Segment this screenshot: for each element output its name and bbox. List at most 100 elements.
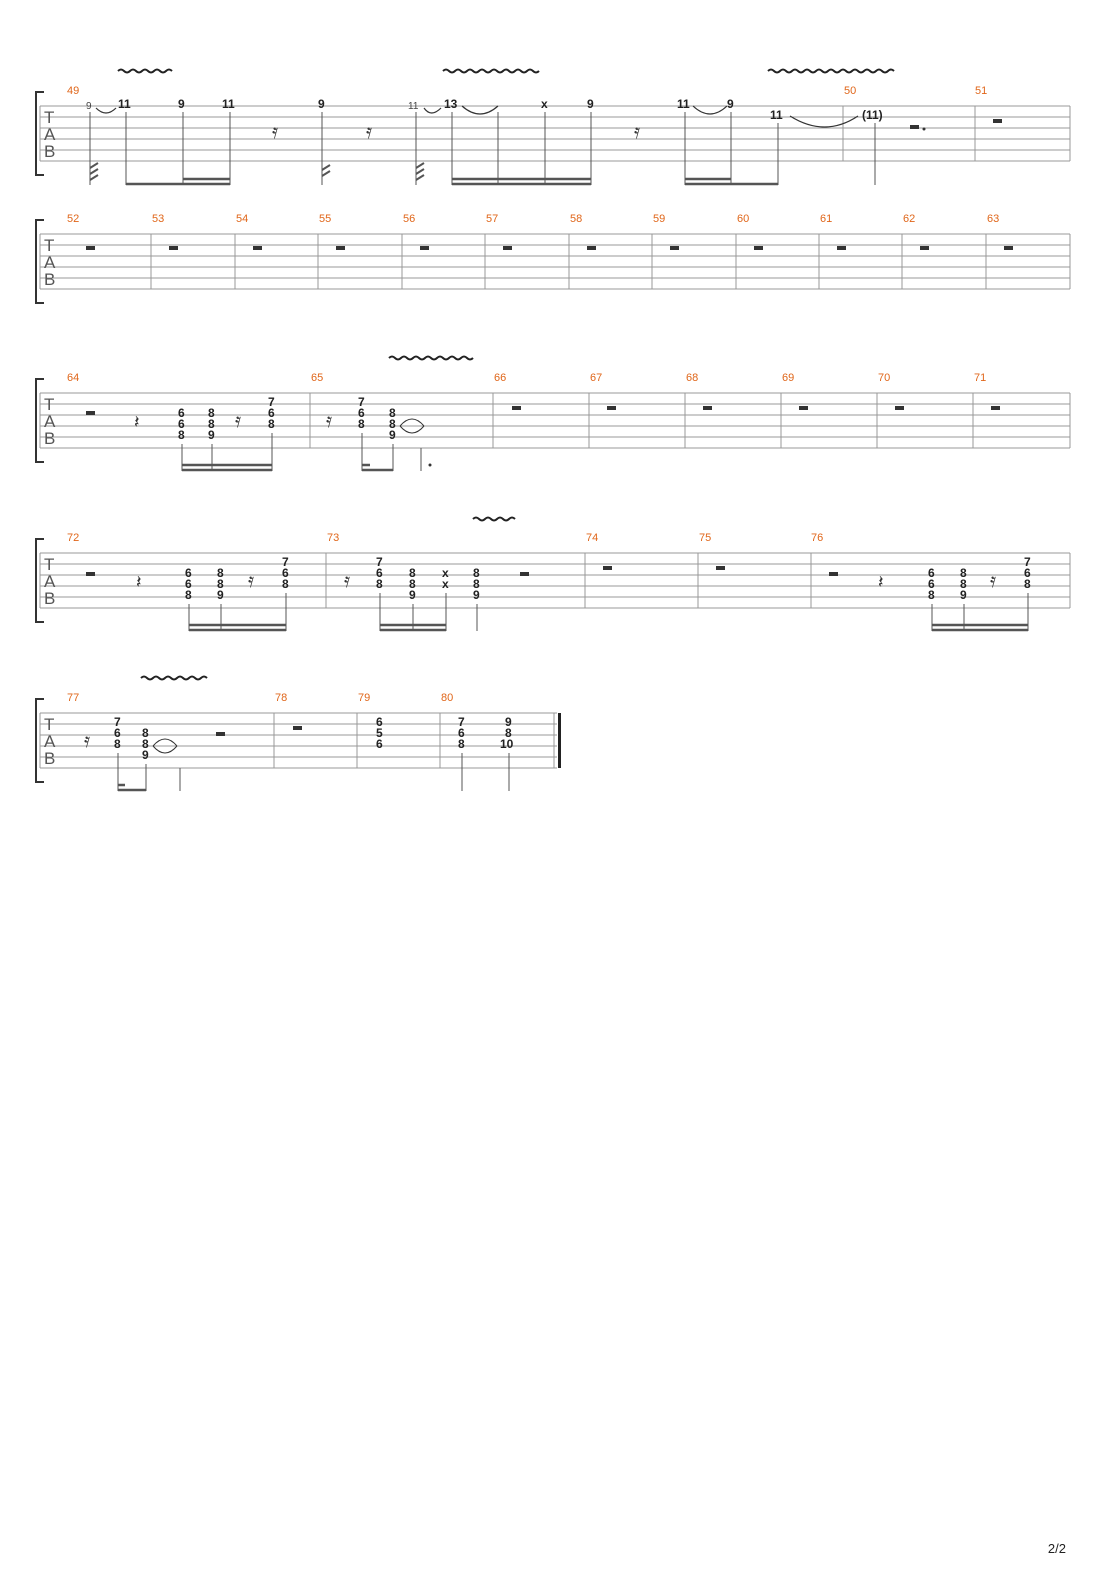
fret-number: 9	[587, 97, 594, 111]
rests	[86, 246, 1013, 250]
fret-number: 11	[677, 97, 690, 111]
measure-number: 63	[987, 213, 999, 225]
fret-number: 8	[960, 577, 967, 591]
measure-number: 69	[782, 372, 794, 384]
tie-arc	[152, 738, 178, 754]
measure-number: 78	[275, 692, 287, 704]
measure-number: 66	[494, 372, 506, 384]
sixteenth-rest: 𝄿	[634, 121, 640, 143]
measure-number: 71	[974, 372, 986, 384]
fret-number-grace: 9	[86, 101, 92, 112]
fret-number: 6	[358, 406, 365, 420]
fret-number: 9	[208, 428, 215, 442]
measure-number: 54	[236, 213, 248, 225]
fret-number: 6	[282, 566, 289, 580]
fret-number: 9	[505, 715, 512, 729]
sixteenth-rest: 𝄿	[272, 121, 278, 143]
note-stems	[188, 593, 1029, 631]
quarter-rest: 𝄽	[136, 572, 142, 592]
fret-number: 8	[217, 566, 224, 580]
fret-number: 6	[376, 737, 383, 751]
beams	[189, 623, 1028, 632]
fret-number: 6	[1024, 566, 1031, 580]
measure-number: 74	[586, 532, 598, 544]
measure-number: 72	[67, 532, 79, 544]
beams	[126, 177, 778, 186]
measure-number: 59	[653, 213, 665, 225]
sixteenth-rest: 𝄿	[235, 410, 241, 432]
fret-number: 7	[376, 555, 383, 569]
tab-clef-t: T	[44, 236, 54, 255]
staff-system-1	[39, 105, 1071, 162]
note-stems	[117, 753, 510, 791]
fret-number: 6	[928, 577, 935, 591]
vibrato-marking	[140, 675, 208, 681]
fret-number: 8	[409, 566, 416, 580]
fret-number: 8	[1024, 577, 1031, 591]
measure-number: 57	[486, 213, 498, 225]
sixteenth-rest: 𝄿	[326, 410, 332, 432]
tab-clef-t: T	[44, 395, 54, 414]
rests: 𝄿	[84, 726, 302, 752]
measure-number: 49	[67, 85, 79, 97]
fret-number: 6	[185, 566, 192, 580]
fret-number: 6	[178, 406, 185, 420]
fret-number: 10	[500, 737, 514, 751]
sixteenth-rest: 𝄿	[366, 121, 372, 143]
fret-number: 8	[185, 588, 192, 602]
measure-number: 76	[811, 532, 823, 544]
vibrato-marking	[472, 516, 516, 522]
system-bracket	[35, 219, 44, 304]
measure-number: 64	[67, 372, 79, 384]
quarter-rest: 𝄽	[878, 572, 884, 592]
measure-number: 68	[686, 372, 698, 384]
quarter-rest: 𝄽	[134, 412, 140, 432]
measure-number: 50	[844, 85, 856, 97]
sixteenth-rest: 𝄿	[344, 570, 350, 592]
fret-number: 9	[389, 428, 396, 442]
fret-number: 8	[376, 577, 383, 591]
measure-number: 61	[820, 213, 832, 225]
measure-number: 73	[327, 532, 339, 544]
staff-system-5	[39, 712, 557, 769]
tab-clef-a: A	[44, 253, 56, 272]
fret-number: 6	[376, 715, 383, 729]
ties	[95, 105, 859, 128]
fret-number: 8	[473, 566, 480, 580]
fret-number: 9	[142, 748, 149, 762]
system-bracket	[35, 698, 44, 783]
fret-number-tied: (11)	[862, 108, 883, 122]
vibrato-marking	[388, 355, 474, 361]
fret-number: 13	[444, 97, 458, 111]
measure-number: 67	[590, 372, 602, 384]
fret-number: 8	[389, 406, 396, 420]
fret-number: 6	[376, 566, 383, 580]
staff-system-2	[39, 233, 1071, 290]
measure-number: 70	[878, 372, 890, 384]
fret-number: 9	[318, 97, 325, 111]
fret-number: 8	[409, 577, 416, 591]
fret-number: 11	[222, 97, 235, 111]
fret-number: 11	[118, 97, 131, 111]
measure-number: 58	[570, 213, 582, 225]
vibrato-markings	[117, 68, 895, 74]
staff-system-3	[39, 392, 1071, 449]
sixteenth-rest: 𝄿	[84, 730, 90, 752]
fret-number: 9	[473, 588, 480, 602]
system-bracket	[35, 378, 44, 463]
fret-number: 8	[114, 737, 121, 751]
fret-number: 5	[376, 726, 383, 740]
fret-number: 8	[389, 417, 396, 431]
fret-number: 6	[458, 726, 465, 740]
measure-number: 75	[699, 532, 711, 544]
tab-clef-t: T	[44, 108, 54, 127]
measure-number: 62	[903, 213, 915, 225]
measure-number: 53	[152, 213, 164, 225]
fret-number-grace: 11	[408, 101, 419, 112]
fret-number: 8	[142, 737, 149, 751]
tab-clef-b: B	[44, 749, 55, 768]
fret-number: 9	[178, 97, 185, 111]
tab-clef-t: T	[44, 555, 54, 574]
